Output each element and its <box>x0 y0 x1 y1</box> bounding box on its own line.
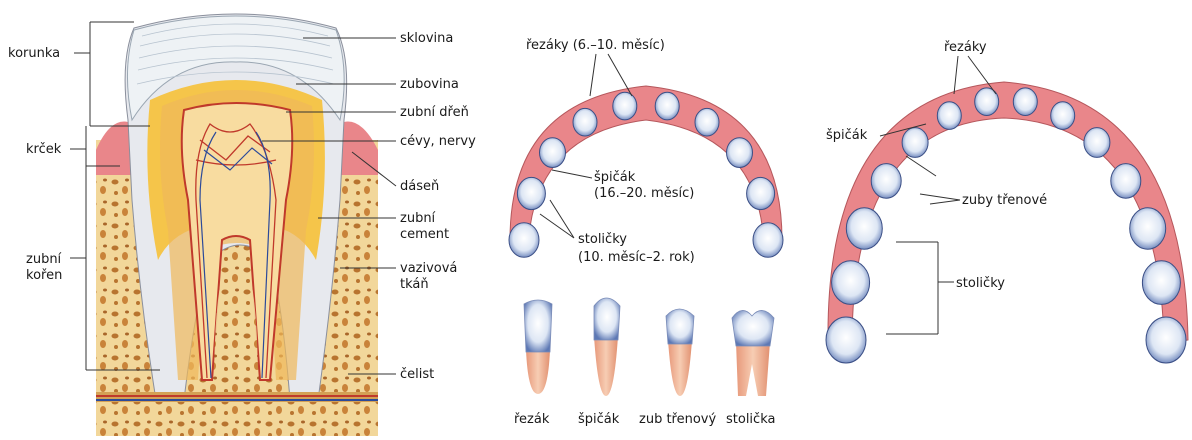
label-primary-rezaky: řezáky (6.–10. měsíc) <box>526 38 665 53</box>
label-celist: čelist <box>400 367 434 382</box>
label-permanent-zuby-trenove: zuby třenové <box>962 193 1047 208</box>
primary-tooth-9 <box>747 177 775 209</box>
label-primary-spicak-1: špičák <box>594 170 635 185</box>
primary-tooth-3 <box>540 138 566 168</box>
tooth-types-illustration <box>524 298 774 396</box>
incisor-figure <box>524 300 552 394</box>
primary-tooth-4 <box>573 108 597 136</box>
permanent-tooth-8 <box>1013 88 1037 116</box>
label-vazivova-tkan-2: tkáň <box>400 277 429 292</box>
label-type-zub-trenovy: zub třenový <box>639 412 716 427</box>
permanent-tooth-3 <box>846 208 882 249</box>
label-krcek: krček <box>26 142 61 157</box>
label-dasen: dáseň <box>400 179 439 194</box>
primary-tooth-6 <box>655 92 679 120</box>
permanent-tooth-6 <box>937 102 961 130</box>
permanent-tooth-1 <box>826 317 866 363</box>
permanent-tooth-11 <box>1111 164 1141 199</box>
label-zubovina: zubovina <box>400 77 459 92</box>
permanent-tooth-2 <box>832 261 870 305</box>
primary-tooth-10 <box>753 223 783 258</box>
canine-figure <box>594 298 620 396</box>
permanent-gum <box>828 82 1188 344</box>
primary-gum <box>510 86 782 250</box>
molar-figure <box>732 310 774 396</box>
primary-tooth-8 <box>727 138 753 168</box>
label-primary-spicak-2: (16.–20. měsíc) <box>594 186 694 201</box>
label-type-rezak: řezák <box>514 412 549 427</box>
label-zubni-dren: zubní dřeň <box>400 105 469 120</box>
permanent-tooth-4 <box>871 164 901 199</box>
label-permanent-stolicky: stoličky <box>956 276 1005 291</box>
label-primary-stolicky-1: stoličky <box>578 232 627 247</box>
primary-tooth-5 <box>613 92 637 120</box>
permanent-tooth-13 <box>1142 261 1180 305</box>
label-sklovina: sklovina <box>400 31 453 46</box>
label-primary-stolicky-2: (10. měsíc–2. rok) <box>578 250 695 265</box>
tooth-section-illustration <box>96 14 378 436</box>
label-type-spicak: špičák <box>578 412 619 427</box>
permanent-tooth-10 <box>1084 128 1110 158</box>
primary-arch-illustration <box>509 86 783 257</box>
permanent-tooth-9 <box>1051 102 1075 130</box>
permanent-arch-illustration <box>826 82 1188 363</box>
permanent-teeth <box>826 88 1186 363</box>
label-zubni-koren-2: kořen <box>26 268 62 283</box>
label-zubni-cement-1: zubní <box>400 211 435 226</box>
primary-tooth-7 <box>695 108 719 136</box>
label-vazivova-tkan-1: vazivová <box>400 261 457 276</box>
label-permanent-rezaky: řezáky <box>944 40 987 55</box>
permanent-tooth-5 <box>902 128 928 158</box>
primary-tooth-1 <box>509 223 539 258</box>
label-cevy-nervy: cévy, nervy <box>400 134 476 149</box>
label-zubni-cement-2: cement <box>400 227 449 242</box>
label-zubni-koren-1: zubní <box>26 252 61 267</box>
permanent-tooth-14 <box>1146 317 1186 363</box>
label-korunka: korunka <box>8 46 60 61</box>
label-type-stolicka: stolička <box>726 412 775 427</box>
premolar-figure <box>666 309 694 396</box>
permanent-tooth-12 <box>1130 208 1166 249</box>
label-permanent-spicak: špičák <box>826 128 867 143</box>
primary-tooth-2 <box>517 177 545 209</box>
